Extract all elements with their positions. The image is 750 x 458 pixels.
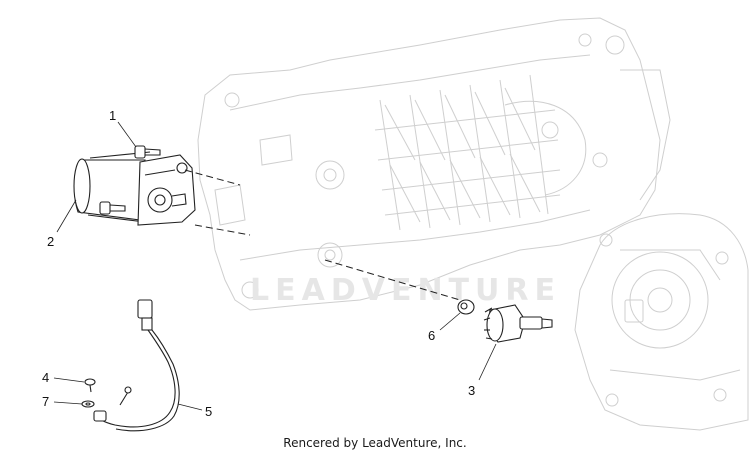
- watermark-text: LEADVENTURE: [250, 273, 561, 308]
- callout-label: 2: [47, 234, 54, 249]
- starter-motor: [73, 151, 196, 226]
- washer: [81, 400, 95, 408]
- callout-3: 3: [468, 343, 497, 398]
- callout-5: 5: [177, 403, 212, 419]
- screw: [84, 378, 96, 393]
- callout-2: 2: [47, 199, 77, 249]
- bolt-upper: [134, 145, 161, 159]
- callout-7: 7: [42, 394, 83, 409]
- crankcase-housing: [197, 17, 671, 311]
- callout-label: 7: [42, 394, 49, 409]
- wiring-harness: [93, 299, 180, 432]
- callout-label: 3: [468, 383, 475, 398]
- render-credit: Rencered by LeadVenture, Inc.: [283, 436, 467, 450]
- alignment-lines: [184, 169, 461, 301]
- callout-label: 1: [109, 108, 116, 123]
- callout-6: 6: [428, 312, 461, 343]
- callout-4: 4: [42, 370, 85, 385]
- callout-1: 1: [109, 108, 137, 148]
- bushing: [457, 299, 475, 315]
- callout-label: 5: [205, 404, 212, 419]
- bolt-lower: [99, 201, 126, 215]
- callout-label: 4: [42, 370, 49, 385]
- starter-drive: [483, 304, 553, 343]
- callout-label: 6: [428, 328, 435, 343]
- side-cover: [574, 213, 749, 431]
